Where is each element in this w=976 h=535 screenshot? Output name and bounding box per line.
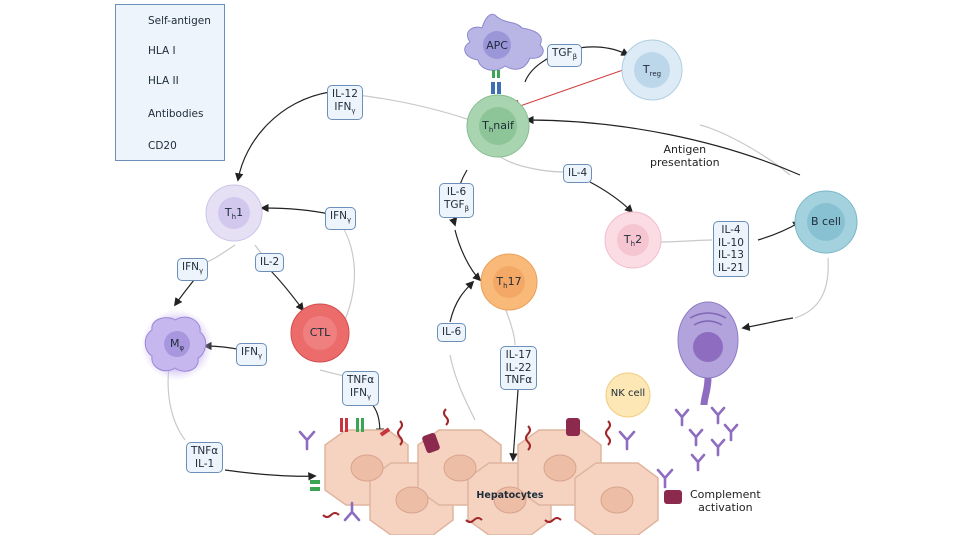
- legend: Self-antigen HLA I HLA II Antibodies CD2…: [115, 4, 225, 161]
- legend-hla1: HLA I: [148, 45, 176, 57]
- legend-antibodies: Antibodies: [148, 108, 204, 120]
- legend-cd20: CD20: [148, 140, 177, 152]
- apc-cell: [464, 13, 544, 94]
- macrophage-label: Mφ: [169, 337, 185, 353]
- nk-cell: [605, 372, 651, 418]
- nk-label: NK cell: [610, 388, 646, 399]
- hepatocytes-label: Hepatocytes: [476, 490, 544, 501]
- bcell-label: B cell: [811, 215, 841, 228]
- ifn-ctl-label: IFNγ: [236, 343, 268, 366]
- tgf-apc-label: TGFβ: [547, 44, 583, 67]
- self-antigen-squiggles: [322, 408, 611, 523]
- il2-label: IL-2: [255, 253, 285, 272]
- th1-label: Th1: [224, 206, 244, 222]
- treg-label: Treg: [642, 63, 662, 79]
- th17-label: Th17: [496, 275, 522, 291]
- thnaif-label: Thnaif: [482, 119, 514, 135]
- plasma-cell: [677, 301, 739, 406]
- inhibition-line: [519, 69, 624, 107]
- apc-label: APC: [486, 39, 508, 52]
- legend-self-antigen: Self-antigen: [148, 15, 211, 27]
- th2-label: Th2: [623, 233, 643, 249]
- ifn-th1-label: IFNγ: [325, 207, 357, 230]
- complement-pores: [422, 418, 682, 504]
- hepatocyte-mhc: [310, 418, 391, 491]
- antibodies: [298, 406, 739, 522]
- ifn-left-label: IFNγ: [177, 258, 209, 281]
- il4-label: IL-4: [563, 164, 593, 183]
- hepatocyte-cluster: [324, 429, 659, 535]
- ctl-label: CTL: [309, 326, 331, 339]
- il6-label: IL-6: [437, 323, 467, 342]
- legend-hla2: HLA II: [148, 75, 179, 87]
